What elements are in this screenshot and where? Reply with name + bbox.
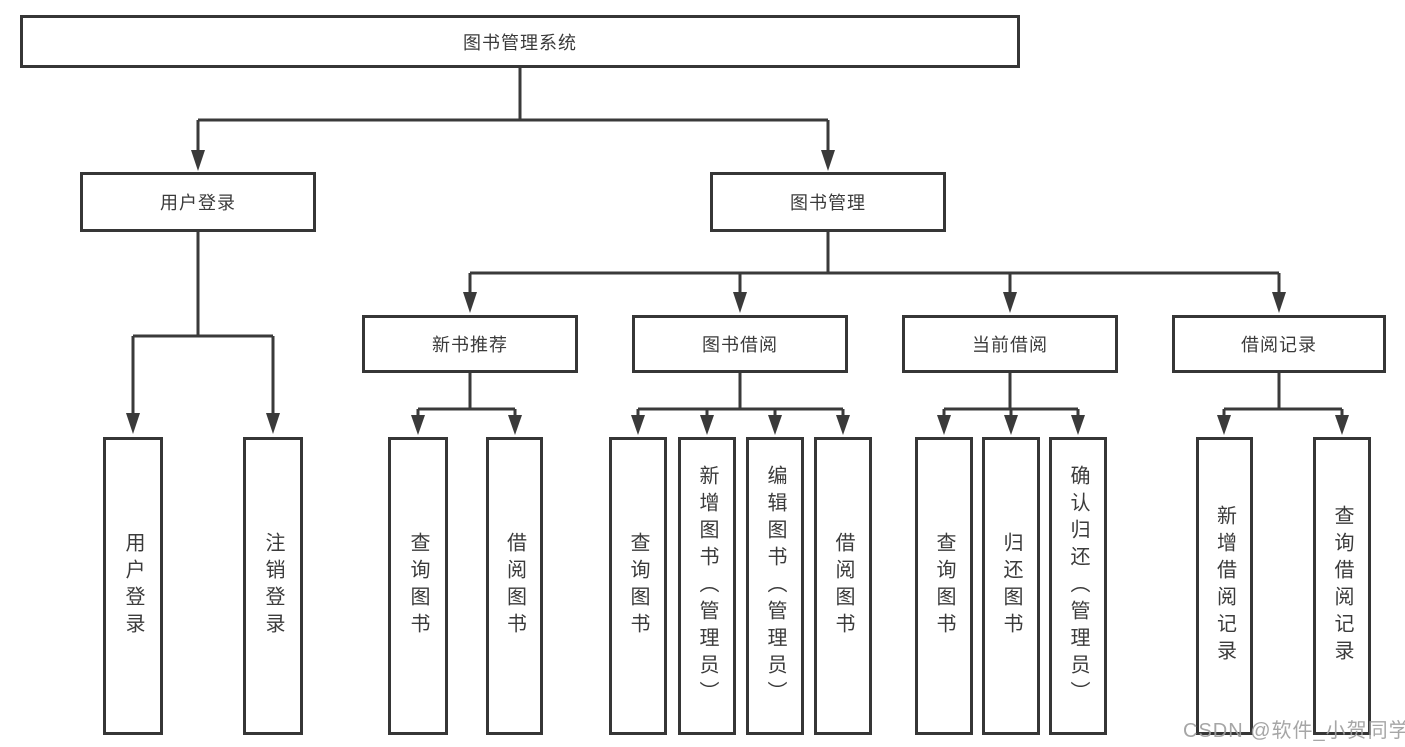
node-book-borrow: 图书借阅 [632,315,848,373]
leaf-borrow-books-2: 借阅图书 [814,437,872,735]
arrowhead [821,150,835,171]
node-label: 当前借阅 [972,335,1048,355]
node-label: 查询图书 [933,532,955,640]
node-label: 图书借阅 [702,335,778,355]
node-root-library-system: 图书管理系统 [20,15,1020,68]
leaf-user-login: 用户登录 [103,437,163,735]
node-label: 查询图书 [627,532,649,640]
arrowhead [191,150,205,171]
arrowhead [1272,292,1286,313]
arrowhead [126,413,140,434]
arrowhead [768,415,782,435]
node-label: 查询借阅记录 [1331,505,1353,667]
node-label: 图书管理系统 [463,32,577,53]
node-label: 归还图书 [1000,532,1022,640]
node-label: 借阅记录 [1241,335,1317,355]
edge-userlogin-to-leaves [131,232,275,414]
node-current-borrow: 当前借阅 [902,315,1118,373]
leaf-edit-books-admin: 编辑图书（管理员） [746,437,804,735]
node-book-management: 图书管理 [710,172,946,232]
node-new-book-recommend: 新书推荐 [362,315,578,373]
node-borrow-record: 借阅记录 [1172,315,1386,373]
arrowhead [631,415,645,435]
leaf-return-books: 归还图书 [982,437,1040,735]
node-label: 新增图书（管理员） [696,464,718,708]
leaf-borrow-books-1: 借阅图书 [486,437,543,735]
arrowhead [463,292,477,313]
leaf-add-borrow-record: 新增借阅记录 [1196,437,1253,735]
arrowhead [1004,415,1018,435]
node-label: 新增借阅记录 [1213,505,1236,667]
node-user-login: 用户登录 [80,172,316,232]
leaf-add-books-admin: 新增图书（管理员） [678,437,736,735]
edge-current-to-leaves [942,373,1080,417]
edge-record-to-leaves [1222,373,1344,417]
leaf-query-books-2: 查询图书 [609,437,667,735]
leaf-logout: 注销登录 [243,437,303,735]
node-label: 图书管理 [790,193,866,213]
arrowhead [1335,415,1349,435]
leaf-query-books-3: 查询图书 [915,437,973,735]
node-label: 借阅图书 [503,532,526,640]
node-label: 注销登录 [262,532,284,640]
arrowhead [733,292,747,313]
edge-borrow-to-leaves [636,373,845,417]
node-label: 用户登录 [160,193,236,213]
leaf-query-borrow-record: 查询借阅记录 [1313,437,1371,735]
leaf-confirm-return-admin: 确认归还（管理员） [1049,437,1107,735]
arrowhead [836,415,850,435]
arrowhead [700,415,714,435]
leaf-query-books-1: 查询图书 [388,437,448,735]
arrowhead [1217,415,1231,435]
edge-newbook-to-leaves [416,373,517,417]
node-label: 用户登录 [122,532,144,640]
node-label: 编辑图书（管理员） [764,464,786,708]
edge-root-to-level2 [196,68,830,151]
arrowheads [126,150,1349,435]
arrowhead [266,413,280,434]
node-label: 查询图书 [407,532,429,640]
node-label: 借阅图书 [832,532,854,640]
arrowhead [937,415,951,435]
arrowhead [1003,292,1017,313]
arrowhead [411,415,425,435]
node-label: 新书推荐 [432,335,508,355]
arrowhead [508,415,522,435]
node-label: 确认归还（管理员） [1067,464,1089,708]
edge-bookmgmt-to-level3 [468,232,1281,293]
connector-strokes [131,68,1344,417]
csdn-watermark: CSDN @软件_小贺同学 [1183,720,1405,742]
arrowhead [1071,415,1085,435]
